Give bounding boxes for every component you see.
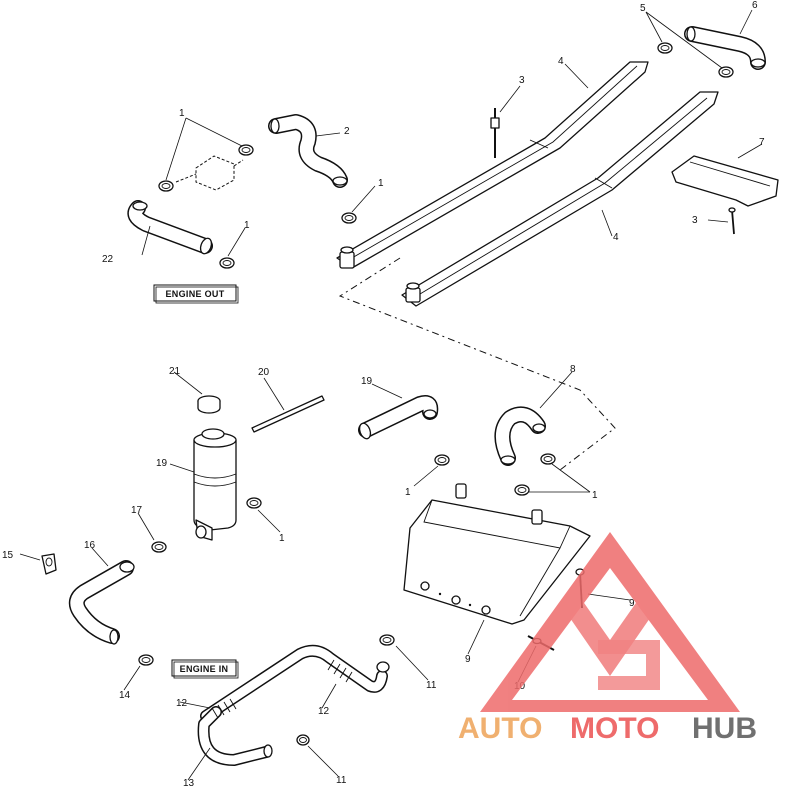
bracket-7 — [671, 155, 779, 207]
leader-lines — [19, 9, 763, 781]
hose-12-13 — [197, 644, 390, 766]
hose-8 — [494, 406, 546, 466]
hose-clamp-14 — [138, 654, 154, 666]
watermark-triangle-icon — [480, 532, 740, 712]
callout-8: 8 — [570, 364, 576, 375]
callout-1-top: 1 — [179, 108, 185, 119]
callout-19-left: 19 — [156, 458, 168, 469]
hose-clamp-5a — [657, 42, 673, 54]
rod-20 — [251, 395, 325, 433]
callout-2: 2 — [344, 126, 350, 137]
callout-1-e: 1 — [592, 490, 598, 501]
callout-1-b: 1 — [378, 178, 384, 189]
hose-2 — [268, 114, 348, 188]
fitting-block — [175, 155, 244, 191]
watermark-text: AUTO MOTO HUB — [458, 712, 757, 745]
callout-4-top: 4 — [558, 56, 564, 67]
watermark-text-moto: MOTO — [570, 712, 659, 745]
routing-line — [338, 257, 616, 471]
callout-14: 14 — [119, 690, 131, 701]
callout-3-top: 3 — [519, 75, 525, 86]
hose-16 — [68, 560, 135, 645]
callout-17: 17 — [131, 505, 143, 516]
callout-19-right: 19 — [361, 376, 373, 387]
callout-3-right: 3 — [692, 215, 698, 226]
hose-22 — [127, 200, 213, 255]
hose-clamp-1h — [246, 497, 262, 509]
reservoir-19 — [193, 428, 237, 541]
callout-12-left: 12 — [176, 698, 188, 709]
hose-clamp-11b — [296, 734, 310, 746]
hose-clamp-1d — [341, 212, 357, 224]
hose-spring-12b — [327, 659, 353, 683]
hose-clamp-11a — [379, 634, 395, 646]
engine-out-text: ENGINE OUT — [165, 289, 224, 299]
callout-1-f: 1 — [279, 533, 285, 544]
callout-4-low: 4 — [613, 232, 619, 243]
watermark-logo — [480, 532, 740, 712]
callout-21: 21 — [169, 366, 181, 377]
cap-21 — [197, 395, 221, 414]
callout-7: 7 — [759, 137, 765, 148]
heat-exchanger-4-lower — [401, 91, 719, 307]
hose-clamp-5b — [718, 66, 734, 78]
callout-11-low: 11 — [336, 775, 347, 786]
callout-12-right: 12 — [318, 706, 330, 717]
hose-clamp-17 — [151, 541, 167, 553]
callout-20: 20 — [258, 367, 270, 378]
callout-5: 5 — [640, 3, 646, 14]
engine-in-label: ENGINE IN — [171, 659, 239, 679]
hose-6 — [684, 26, 766, 70]
callout-13: 13 — [183, 778, 195, 788]
hose-spring-12a — [211, 698, 237, 719]
hose-clamp-1b — [238, 144, 254, 156]
hose-clamp-1c — [219, 257, 235, 269]
clamp-15 — [41, 553, 57, 575]
callout-16: 16 — [84, 540, 96, 551]
hose-clamp-1f — [540, 453, 556, 465]
hose-clamp-1g — [514, 484, 530, 496]
watermark-text-auto: AUTO — [458, 712, 542, 745]
callout-9-right: 9 — [629, 598, 635, 609]
callout-11-top: 11 — [426, 680, 437, 691]
callout-1-c: 1 — [244, 220, 250, 231]
callout-1-d: 1 — [405, 487, 411, 498]
hose-clamp-1a — [158, 180, 174, 192]
callout-9-low: 9 — [465, 654, 471, 665]
bolt-3-right — [728, 207, 736, 235]
watermark-text-hub: HUB — [692, 712, 757, 745]
hose-clamp-1e — [434, 454, 450, 466]
bolt-3-top — [490, 108, 500, 158]
heat-exchanger-4-upper — [336, 61, 649, 269]
engine-out-label: ENGINE OUT — [153, 284, 239, 304]
tank-9 — [403, 483, 591, 625]
callout-15: 15 — [2, 550, 14, 561]
callout-6: 6 — [752, 0, 758, 11]
engine-in-text: ENGINE IN — [180, 664, 229, 674]
callout-22: 22 — [102, 254, 114, 265]
callout-numbers: 1 2 1 1 22 3 4 4 5 6 7 3 21 20 19 8 19 1… — [2, 0, 765, 788]
hose-19 — [358, 395, 439, 440]
